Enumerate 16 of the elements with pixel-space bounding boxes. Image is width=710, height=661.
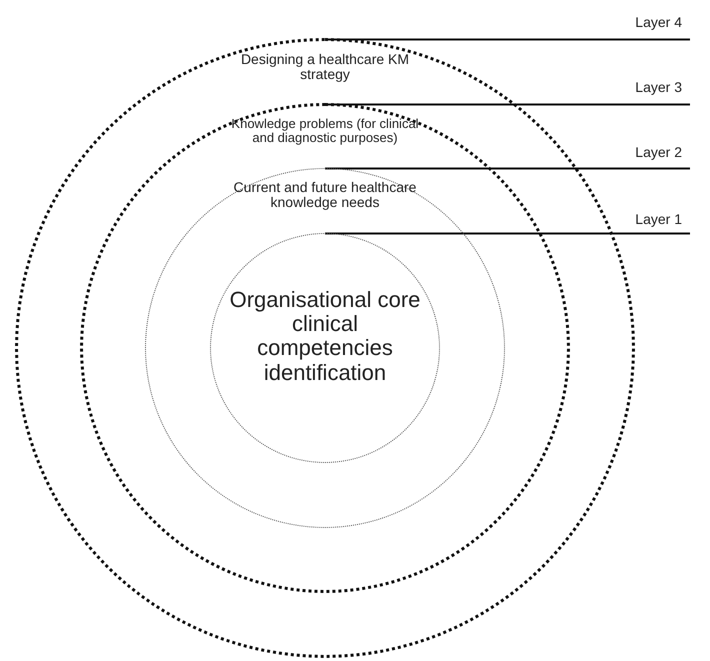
middle-ring [80,103,570,593]
ring-label: Designing a healthcare KM strategy [240,52,410,83]
layer-label: Layer 3 [620,79,682,95]
leader-line [325,168,690,170]
outer-ring [15,38,635,658]
inner-ring [145,168,505,528]
layer-label: Layer 2 [620,144,682,160]
core-circle [210,233,440,463]
leader-line [325,38,690,40]
leader-line [325,232,690,234]
ring-label: Knowledge problems (for clinical and diagnostic purposes) [230,117,420,146]
leader-line [325,104,690,106]
layer-label: Layer 1 [620,211,682,227]
ring-label: Current and future healthcare knowledge needs [232,180,418,211]
layer-label: Layer 4 [620,14,682,30]
ring-label: Organisational core clinical competencies identification [228,288,422,385]
